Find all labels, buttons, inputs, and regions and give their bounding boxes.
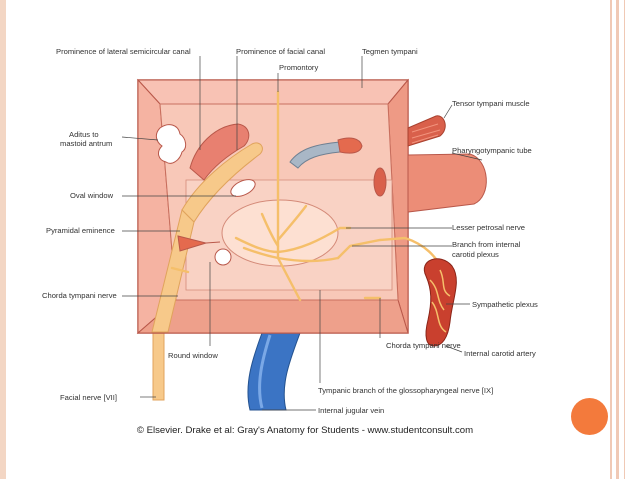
label-tegmen-tympani: Tegmen tympani — [362, 47, 418, 56]
label-branch-1: Branch from internal — [452, 240, 521, 249]
round-window — [214, 248, 232, 266]
label-pharyngotympanic: Pharyngotympanic tube — [452, 146, 532, 155]
label-round-window: Round window — [168, 351, 218, 360]
label-sympathetic: Sympathetic plexus — [472, 300, 538, 309]
internal-jugular-vein — [247, 332, 301, 411]
label-pyramidal: Pyramidal eminence — [46, 226, 115, 235]
label-jugular: Internal jugular vein — [318, 406, 384, 415]
aditus-mastoid-antrum — [155, 124, 187, 164]
box-bottom-bevel — [136, 299, 409, 334]
label-oval-window: Oval window — [70, 191, 114, 200]
label-lesser-petrosal: Lesser petrosal nerve — [452, 223, 525, 232]
promontory — [221, 199, 339, 267]
pyramidal-eminence — [177, 235, 208, 252]
vein-highlight — [258, 334, 272, 409]
slide-border-left — [0, 0, 6, 479]
box-top-bevel — [136, 79, 410, 105]
stapedius-tendon — [205, 241, 221, 244]
copyright-caption: © Elsevier. Drake et al: Gray's Anatomy … — [136, 425, 474, 436]
label-internal-carotid: Internal carotid artery — [464, 349, 536, 358]
label-promontory: Promontory — [279, 63, 318, 72]
slide-rule-right — [616, 0, 619, 479]
leader-lines — [121, 56, 483, 411]
tensor-striations — [411, 123, 441, 144]
pharyngotympanic-tube — [407, 153, 487, 213]
tensor-tympani-muscle — [407, 115, 446, 147]
label-tensor-tympani: Tensor tympani muscle — [452, 99, 530, 108]
label-tympanic-branch: Tympanic branch of the glossopharyngeal … — [318, 386, 493, 395]
facial-nerve-stalk — [152, 331, 165, 401]
label-chorda-right: Chorda tympani nerve — [386, 341, 461, 350]
orange-circle-decoration — [571, 398, 608, 435]
label-branch-2: carotid plexus — [452, 250, 499, 259]
label-aditus-2: mastoid antrum — [60, 139, 112, 148]
middle-ear-diagram: Prominence of lateral semicircular canal… — [42, 47, 538, 415]
label-lateral-canal: Prominence of lateral semicircular canal — [56, 47, 191, 56]
sympathetic-plexus-fibres — [429, 269, 451, 333]
facial-canal-prominence — [181, 142, 263, 223]
label-facial-nerve: Facial nerve [VII] — [60, 393, 117, 402]
lateral-canal-prominence — [189, 123, 250, 181]
tube-opening — [373, 167, 387, 197]
label-chorda-left: Chorda tympani nerve — [42, 291, 117, 300]
tensor-tympani-tendon-tip — [337, 137, 363, 154]
label-facial-canal: Prominence of facial canal — [236, 47, 325, 56]
label-aditus-1: Aditus to — [69, 130, 99, 139]
slide-rule-right — [624, 0, 625, 479]
oval-window — [230, 179, 256, 197]
slide-rule-right — [610, 0, 612, 479]
